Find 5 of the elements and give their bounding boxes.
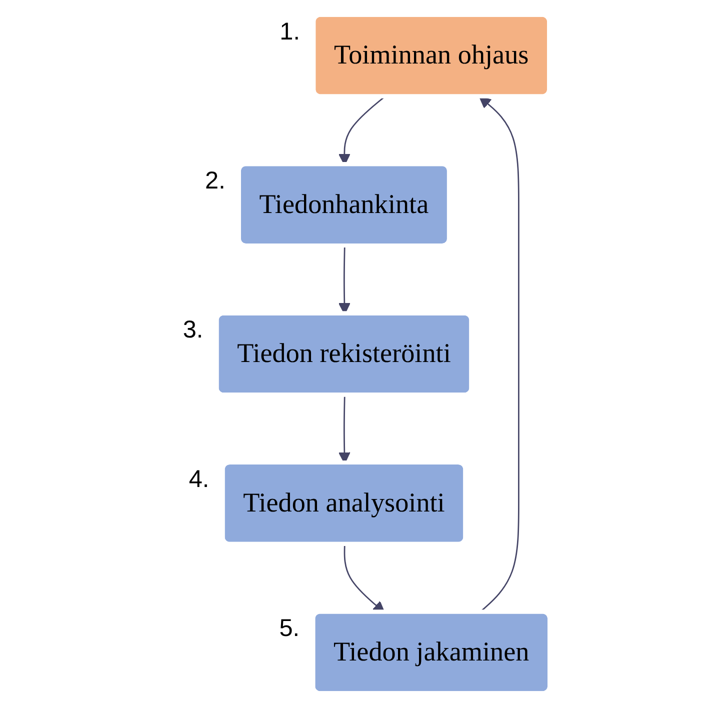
node-label: 5. <box>279 614 300 642</box>
node-label: 2. <box>205 166 226 194</box>
node-label: 3. <box>182 316 204 344</box>
node-label: 1. <box>280 18 300 45</box>
node-label: 4. <box>188 465 210 492</box>
